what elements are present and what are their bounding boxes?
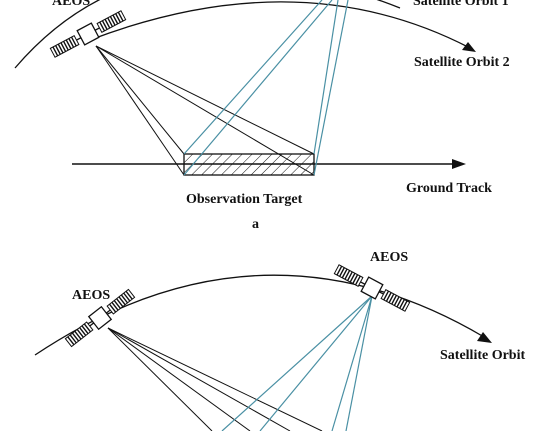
arrow-head-icon	[462, 42, 476, 52]
panel-a: AEOS Satellite Orbit 1 Satellite Orbit 2…	[14, 0, 510, 232]
orbit-2-label: Satellite Orbit 2	[414, 55, 510, 70]
arrow-head-icon	[477, 332, 492, 343]
orbit-1-label: Satellite Orbit 1	[413, 0, 509, 9]
observation-target-label: Observation Target	[186, 192, 303, 207]
sight-lines-black	[95, 45, 315, 176]
ground-track-label: Ground Track	[406, 181, 492, 196]
satellite-orbit-2	[89, 1, 471, 49]
sight-lines-blue	[183, 0, 349, 176]
panel-b: AEOS AEOS Satellite Orbit	[34, 250, 525, 431]
satellite-icon	[48, 7, 128, 61]
sight-lines-black-b	[107, 327, 323, 431]
panel-a-caption: a	[252, 217, 259, 232]
satellite-orbit-1	[14, 0, 401, 69]
hatched-target-icon	[183, 153, 315, 176]
sight-lines-blue-b	[221, 295, 373, 431]
satellite-icon	[332, 261, 412, 315]
aeos-label-b-right: AEOS	[370, 250, 408, 265]
aeos-label-a: AEOS	[52, 0, 90, 9]
satellite-orbit-label: Satellite Orbit	[440, 348, 525, 363]
arrow-head-icon	[452, 159, 466, 169]
aeos-label-b-left: AEOS	[72, 288, 110, 303]
